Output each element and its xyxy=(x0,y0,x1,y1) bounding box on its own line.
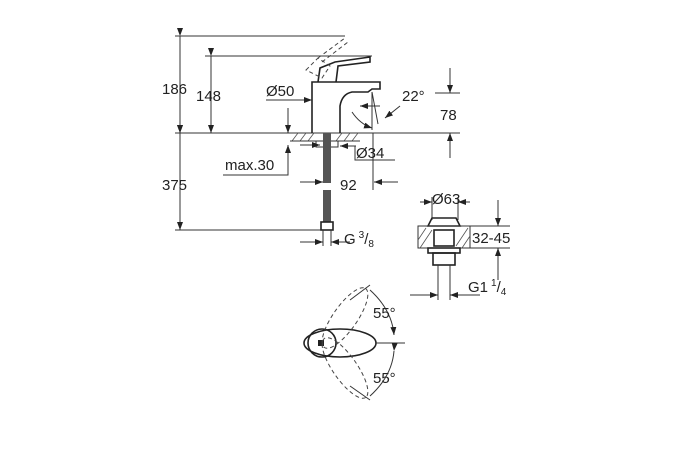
dim-375: 375 xyxy=(162,177,187,194)
dim-hole-diameter: Ø34 xyxy=(356,145,384,162)
dim-angle-down: 55° xyxy=(373,370,396,387)
dim-78: 78 xyxy=(440,107,457,124)
dim-32-45: 32-45 xyxy=(472,230,510,247)
faucet-side-view xyxy=(175,28,460,246)
dim-148: 148 xyxy=(196,88,221,105)
dim-92: 92 xyxy=(340,177,357,194)
dim-drain-cap: Ø63 xyxy=(432,191,460,208)
drain-side-view xyxy=(410,197,510,300)
dim-186: 186 xyxy=(162,81,187,98)
dim-spout-angle: 22° xyxy=(402,88,425,105)
dim-max-30: max.30 xyxy=(225,157,274,174)
dim-body-diameter: Ø50 xyxy=(266,83,294,100)
lever-plan-view xyxy=(303,284,405,401)
dim-angle-up: 55° xyxy=(373,305,396,322)
